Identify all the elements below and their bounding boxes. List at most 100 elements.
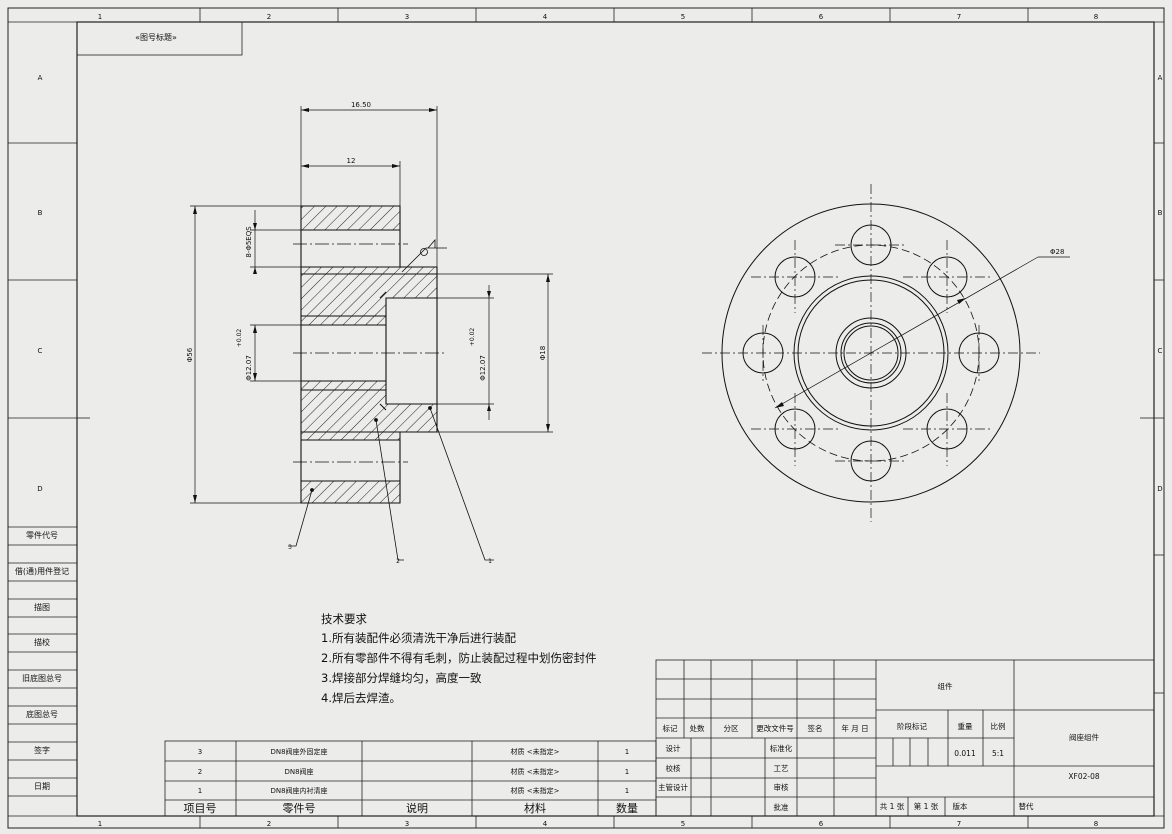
weight-label: 重量: [958, 722, 973, 731]
bom-table: [164, 740, 657, 817]
zone-top-2: 2: [267, 13, 271, 21]
tech-title: 技术要求: [321, 612, 367, 626]
sheets-total: 共 1 张: [880, 802, 905, 811]
hatch-top-strip: [300, 266, 438, 275]
zone-left-b: B: [38, 209, 43, 217]
bom-header-part: 零件号: [283, 802, 316, 815]
panel-trace-check: 描校: [34, 637, 50, 647]
version-label: 版本: [953, 801, 968, 811]
zone-bottom-5: 5: [681, 820, 685, 828]
zone-left-d: D: [37, 485, 42, 493]
dim-partial-width: 12: [347, 157, 356, 165]
bom-header-material: 材料: [524, 801, 546, 815]
rev-header-count: 处数: [690, 723, 705, 733]
zone-top-4: 4: [543, 13, 548, 21]
role-approve: 批准: [774, 802, 789, 812]
zone-bottom-2: 2: [267, 820, 271, 828]
scale-label: 比例: [991, 721, 1006, 731]
corner-label-box: [76, 21, 243, 56]
dim-overall-width: 16.50: [351, 101, 371, 109]
tech-item-1: 1.所有装配件必须清洗干净后进行装配: [321, 631, 516, 645]
dim-bolt-holes: 8-Φ5EQS: [245, 226, 253, 258]
tech-item-4: 4.焊后去焊渣。: [321, 691, 401, 705]
zone-bottom-4: 4: [543, 820, 548, 828]
rev-header-doc: 更改文件号: [756, 723, 794, 733]
zone-bottom-7: 7: [957, 820, 961, 828]
rev-header-zone: 分区: [724, 724, 739, 733]
rev-header-sign: 签名: [808, 723, 823, 733]
zone-right-a: A: [1158, 74, 1163, 82]
panel-signature: 签字: [34, 745, 50, 755]
role-review: 审核: [774, 782, 789, 792]
bom-header-desc: 说明: [406, 801, 428, 815]
zone-top-6: 6: [819, 13, 824, 21]
tech-item-3: 3.焊接部分焊缝均匀，高度一致: [321, 671, 482, 685]
dim-bore-mid: Φ12.07: [479, 355, 487, 381]
hatch-lower-thin: [300, 380, 387, 391]
hatch-bottom-strip: [300, 431, 401, 441]
panel-borrow-register: 借(通)用件登记: [15, 566, 69, 576]
zone-top-7: 7: [957, 13, 961, 21]
dim-bore-mid-tol: +0.02: [469, 328, 476, 347]
rev-header-date: 年 月 日: [841, 723, 868, 733]
bom-header-item: 项目号: [184, 802, 217, 815]
zone-top-3: 3: [405, 13, 409, 21]
role-check: 校核: [666, 763, 681, 773]
dim-bore-inner-tol: +0.02: [236, 329, 243, 348]
zone-left-c: C: [38, 347, 43, 355]
bom-header-qty: 数量: [616, 802, 638, 815]
role-standardize: 标准化: [770, 743, 793, 753]
dim-outer-diameter: Φ56: [186, 347, 194, 362]
zone-bottom-1: 1: [98, 820, 102, 828]
role-design: 设计: [666, 743, 681, 753]
role-process: 工艺: [774, 764, 789, 773]
callout-2: 2: [396, 558, 400, 565]
zone-top-8: 8: [1094, 13, 1098, 21]
bom-row-item: 1: [198, 787, 202, 795]
bom-row-part: DN8阀座外固定座: [270, 747, 327, 756]
title-block: [655, 659, 1155, 817]
bom-row-item: 2: [198, 768, 202, 776]
rev-header-mark: 标记: [663, 723, 678, 733]
bom-row-qty: 1: [625, 787, 629, 795]
left-info-panel: [8, 526, 77, 797]
hatch-bottom-flange: [300, 480, 401, 504]
bom-row-material: 材质 <未指定>: [511, 767, 560, 776]
drawing-number: XF02-08: [1068, 772, 1099, 781]
zone-top-5: 5: [681, 13, 685, 21]
sheet-number: 第 1 张: [914, 801, 939, 811]
zone-right-b: B: [1158, 209, 1163, 217]
bom-row-item: 3: [198, 748, 202, 756]
panel-date: 日期: [34, 782, 50, 791]
scale-value: 5:1: [992, 749, 1004, 758]
zone-right-c: C: [1158, 347, 1163, 355]
zone-bottom-8: 8: [1094, 820, 1098, 828]
hatch-top-flange: [300, 205, 401, 231]
bom-row-qty: 1: [625, 748, 629, 756]
bom-row-material: 材质 <未指定>: [511, 747, 560, 756]
panel-tracing: 描图: [34, 602, 50, 612]
corner-label: «图号标题»: [135, 32, 177, 42]
zone-bottom-3: 3: [405, 820, 409, 828]
callout-1: 1: [488, 558, 492, 565]
tech-item-2: 2.所有零部件不得有毛刺，防止装配过程中划伤密封件: [321, 651, 596, 665]
weight-value: 0.011: [954, 749, 976, 758]
stage-label: 阶段标记: [897, 721, 927, 731]
zone-right-d: D: [1157, 485, 1162, 493]
callout-3: 3: [288, 544, 292, 551]
tech-requirements: 技术要求 1.所有装配件必须清洗干净后进行装配 2.所有零部件不得有毛刺，防止装…: [321, 612, 596, 705]
dim-hub-diameter: Φ18: [539, 346, 547, 360]
zone-top-1: 1: [98, 13, 102, 21]
section-view: 3 2 1: [186, 101, 553, 565]
hatch-upper-thin: [300, 315, 387, 326]
bom-row-part: DN8阀座内衬清座: [270, 786, 327, 795]
front-view: Φ28: [702, 184, 1070, 522]
outer-border: [7, 7, 1165, 829]
bom-row-material: 材质 <未指定>: [511, 786, 560, 795]
replaces-label: 替代: [1019, 801, 1035, 811]
panel-part-code: 零件代号: [26, 530, 58, 540]
zone-left-a: A: [38, 74, 43, 82]
group-label: 组件: [938, 681, 953, 691]
role-chief-design: 主管设计: [658, 782, 688, 792]
